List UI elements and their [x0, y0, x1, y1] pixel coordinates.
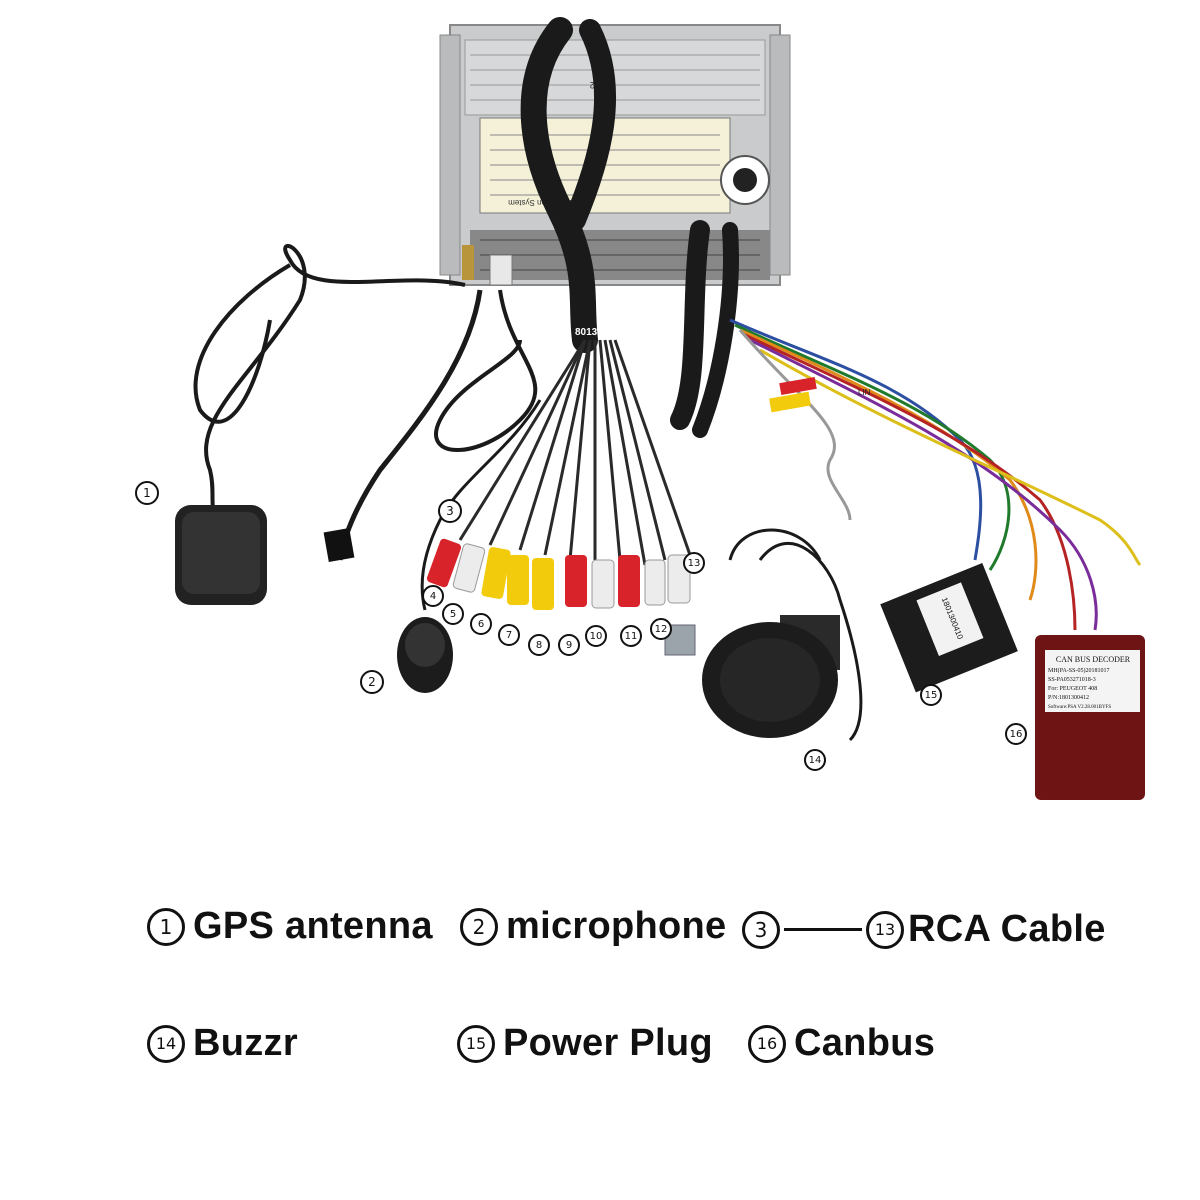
callout-16: 16: [1005, 723, 1027, 745]
legend-mic-text: microphone: [506, 905, 727, 947]
legend-buzzer: 14 Buzzr: [147, 1022, 298, 1065]
legend-power-number: 15: [457, 1024, 495, 1063]
legend-mic-number: 2: [460, 907, 498, 946]
legend-gps-number: 1: [147, 907, 185, 946]
gps-antenna: [175, 244, 466, 605]
legend-rca-start-number: 3: [742, 910, 780, 949]
canbus-line3: SS-PA053271018-3: [1048, 677, 1096, 683]
callout-4: 4: [422, 585, 444, 607]
microphone: [397, 399, 542, 693]
power-plug: 1801300410: [880, 563, 1018, 693]
callout-9: 9: [558, 634, 580, 656]
legend-canbus: 16 Canbus: [748, 1022, 935, 1065]
buzzer: [702, 528, 863, 742]
callout-14: 14: [804, 749, 826, 771]
canbus-line5: P/N:1801300412: [1048, 695, 1089, 701]
product-photo: 4+32 Car Navigation System 801300: [175, 17, 1145, 800]
callout-1: 1: [135, 481, 159, 505]
legend-rca-range-line: [784, 928, 862, 931]
legend-rca: 3 13 RCA Cable: [742, 908, 1106, 951]
callout-5: 5: [442, 603, 464, 625]
canbus-decoder: CAN BUS DECODER MH(PA-SS-05)20181017 SS-…: [1035, 635, 1145, 800]
legend-mic: 2 microphone: [460, 905, 726, 948]
legend-buzzer-number: 14: [147, 1024, 185, 1063]
legend-rca-text: RCA Cable: [908, 908, 1106, 950]
rca-pair: [769, 376, 817, 413]
canbus-line4: For: PEUGEOT 408: [1048, 686, 1097, 692]
callout-11: 11: [620, 625, 642, 647]
rca-cables: [426, 339, 696, 656]
canbus-line6: Software:PSA V2.28.001BYFS: [1048, 705, 1111, 710]
legend-canbus-text: Canbus: [794, 1022, 936, 1064]
callout-10: 10: [585, 625, 607, 647]
main-harness: [520, 17, 739, 438]
legend-buzzer-text: Buzzr: [193, 1022, 298, 1064]
lin-tag: LIN: [858, 388, 871, 397]
legend-rca-end-number: 13: [866, 910, 904, 949]
callout-3: 3: [438, 499, 462, 523]
canbus-line2: MH(PA-SS-05)20181017: [1048, 667, 1109, 674]
legend-gps: 1 GPS antenna: [147, 905, 433, 948]
canbus-line1: CAN BUS DECODER: [1056, 655, 1131, 664]
callout-6: 6: [470, 613, 492, 635]
legend-canbus-number: 16: [748, 1024, 786, 1063]
callout-15: 15: [920, 684, 942, 706]
aux-cable: [323, 289, 538, 563]
legend-gps-text: GPS antenna: [193, 905, 433, 947]
callout-8: 8: [528, 634, 550, 656]
head-unit: 4+32 Car Navigation System: [439, 24, 791, 286]
callout-7: 7: [498, 624, 520, 646]
callout-13: 13: [683, 552, 705, 574]
harness-tag: 801300: [575, 327, 609, 338]
callout-12: 12: [650, 618, 672, 640]
colored-wires: [729, 318, 1142, 631]
callout-2: 2: [360, 670, 384, 694]
legend-power: 15 Power Plug: [457, 1022, 713, 1065]
legend-power-text: Power Plug: [503, 1022, 713, 1064]
